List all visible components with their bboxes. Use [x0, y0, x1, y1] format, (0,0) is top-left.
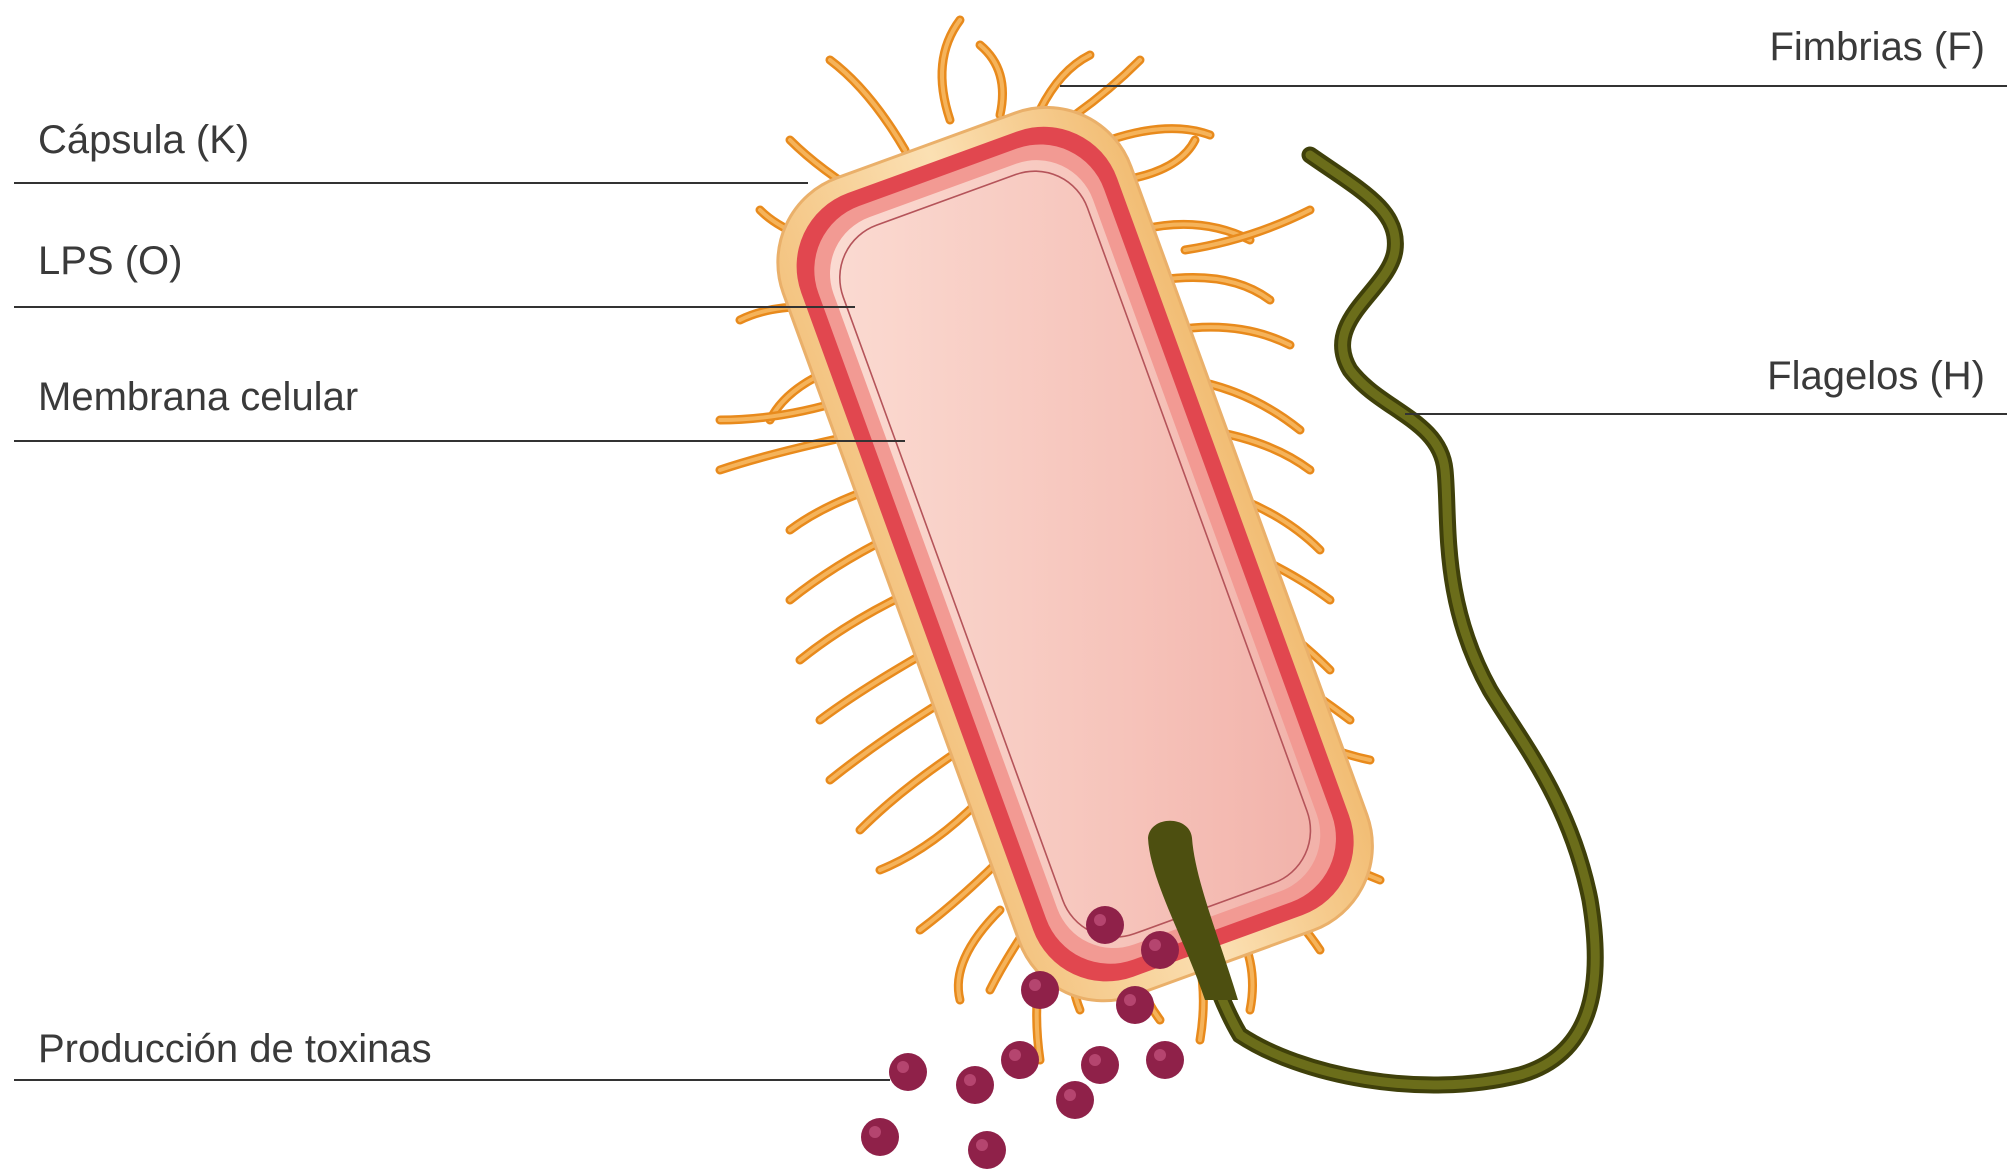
- toxin-dot-highlight: [1094, 914, 1106, 926]
- toxin-dot: [968, 1131, 1006, 1169]
- toxin-dot-highlight: [897, 1061, 909, 1073]
- toxin-dot-highlight: [1009, 1049, 1021, 1061]
- toxin-dot: [1081, 1046, 1119, 1084]
- fimbria: [880, 800, 980, 870]
- toxin-dot-highlight: [1029, 979, 1041, 991]
- toxin-dot: [1141, 931, 1179, 969]
- label-capsula: Cápsula (K): [38, 120, 249, 160]
- toxin-dot: [1021, 971, 1059, 1009]
- toxin-dot-highlight: [1124, 994, 1136, 1006]
- fimbria: [1125, 140, 1195, 180]
- fimbria: [1040, 55, 1090, 110]
- label-toxinas: Producción de toxinas: [38, 1029, 432, 1069]
- toxin-dot: [1056, 1081, 1094, 1119]
- fimbria-highlight: [820, 650, 930, 720]
- toxin-dot: [1086, 906, 1124, 944]
- toxin-dot-highlight: [1064, 1089, 1076, 1101]
- toxin-dot-highlight: [976, 1139, 988, 1151]
- label-flagelos: Flagelos (H): [1767, 356, 1985, 396]
- label-lps: LPS (O): [38, 241, 182, 281]
- toxin-dot: [861, 1118, 899, 1156]
- toxin-dot: [956, 1066, 994, 1104]
- toxin-dot-highlight: [1154, 1049, 1166, 1061]
- toxin-dot-highlight: [964, 1074, 976, 1086]
- toxin-dot-highlight: [869, 1126, 881, 1138]
- fimbria: [830, 60, 905, 150]
- label-membrana: Membrana celular: [38, 377, 358, 417]
- toxin-dot: [1116, 986, 1154, 1024]
- toxin-dot: [889, 1053, 927, 1091]
- toxin-dot-highlight: [1149, 939, 1161, 951]
- toxin-dot: [1146, 1041, 1184, 1079]
- label-fimbrias: Fimbrias (F): [1769, 27, 1985, 67]
- toxin-dot-highlight: [1089, 1054, 1101, 1066]
- toxin-dot: [1001, 1041, 1039, 1079]
- fimbria-highlight: [1075, 60, 1140, 115]
